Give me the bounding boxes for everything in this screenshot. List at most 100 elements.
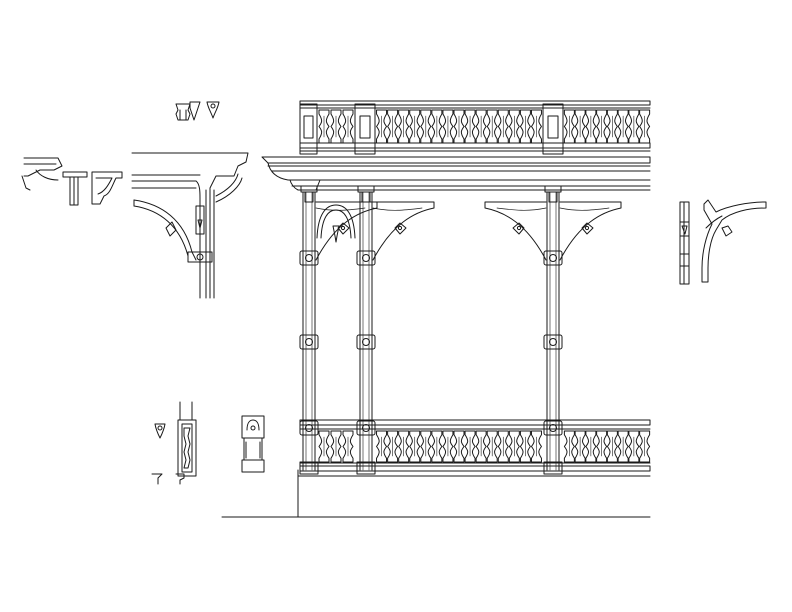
baluster [530,109,542,144]
baluster [508,109,520,144]
arch-head [316,204,356,239]
bracket-pendant [581,222,594,235]
column-drop [548,191,558,203]
baluster [519,109,531,144]
baluster [563,109,575,144]
column-base [543,461,563,475]
baluster [442,109,454,144]
column-collar [543,420,563,436]
porch-bracket [315,201,378,261]
column-drop [361,191,371,203]
corner-capital [289,179,321,191]
column-collar [356,250,376,266]
modillion-section-detail [62,171,88,206]
baluster [387,109,399,144]
column-group [289,179,563,475]
baluster [398,109,410,144]
baluster [574,430,586,463]
baluster [342,430,354,463]
baluster [376,430,388,463]
baluster [431,430,443,463]
baluster [376,109,388,144]
upper-newel-post [542,103,564,155]
bracket-pendant [394,222,407,235]
cornice-profile-detail [21,157,63,191]
baluster [398,430,410,463]
baluster [606,430,618,463]
baluster [475,109,487,144]
column-drop [304,191,314,203]
baluster [617,109,629,144]
baluster [519,430,531,463]
upper-baluster-row [318,109,651,144]
baluster [330,109,342,144]
baluster [530,430,542,463]
baluster [486,430,498,463]
baluster [628,109,640,144]
baluster [497,430,509,463]
porch-bracket [484,201,547,261]
baluster [628,430,640,463]
baluster [330,430,342,463]
baluster [508,430,520,463]
column-collar [543,250,563,266]
baluster [342,109,354,144]
baluster [442,430,454,463]
baluster [387,430,399,463]
baluster [574,109,586,144]
lower-railing [297,419,651,477]
baluster-detail [151,401,197,485]
baluster [639,109,651,144]
upper-railing [299,100,651,155]
finial-pendants-detail [175,101,220,121]
baluster [486,109,498,144]
porch-bracket [372,201,435,261]
column-base-detail [241,415,265,473]
main-cornice [261,156,651,191]
baluster [585,109,597,144]
baluster [409,430,421,463]
column-base [356,461,376,475]
baluster [420,109,432,144]
porch-bracket [559,201,622,261]
baluster [475,430,487,463]
baluster [420,430,432,463]
baluster [596,109,608,144]
baluster [464,430,476,463]
porch-column [356,185,376,475]
baluster [453,430,465,463]
baluster [318,109,330,144]
baluster [585,430,597,463]
corner-bracket-detail [131,152,249,299]
baluster [453,109,465,144]
upper-newel-post [299,103,318,155]
porch-column [543,185,563,475]
pendant-drop [332,225,340,243]
bracket-elevation-detail [679,199,767,285]
baluster [464,109,476,144]
baluster [639,430,651,463]
baluster [497,109,509,144]
column-collar [299,420,319,436]
baluster [563,430,575,463]
column-collar [299,250,319,266]
column-collar [299,334,319,350]
baluster [606,109,618,144]
baluster [318,430,330,463]
column-collar [356,334,376,350]
baluster [617,430,629,463]
lower-baluster-row [318,430,651,463]
column-collar [356,420,376,436]
column-collar [543,334,563,350]
bracket-pendant [337,222,350,235]
baluster [409,109,421,144]
baluster [596,430,608,463]
bracket-pendant [512,222,525,235]
bracket-group [304,191,622,261]
upper-newel-post [354,103,376,155]
porch-elevation [221,100,651,518]
bracket-side-detail [91,171,123,205]
porch-column [299,185,319,475]
